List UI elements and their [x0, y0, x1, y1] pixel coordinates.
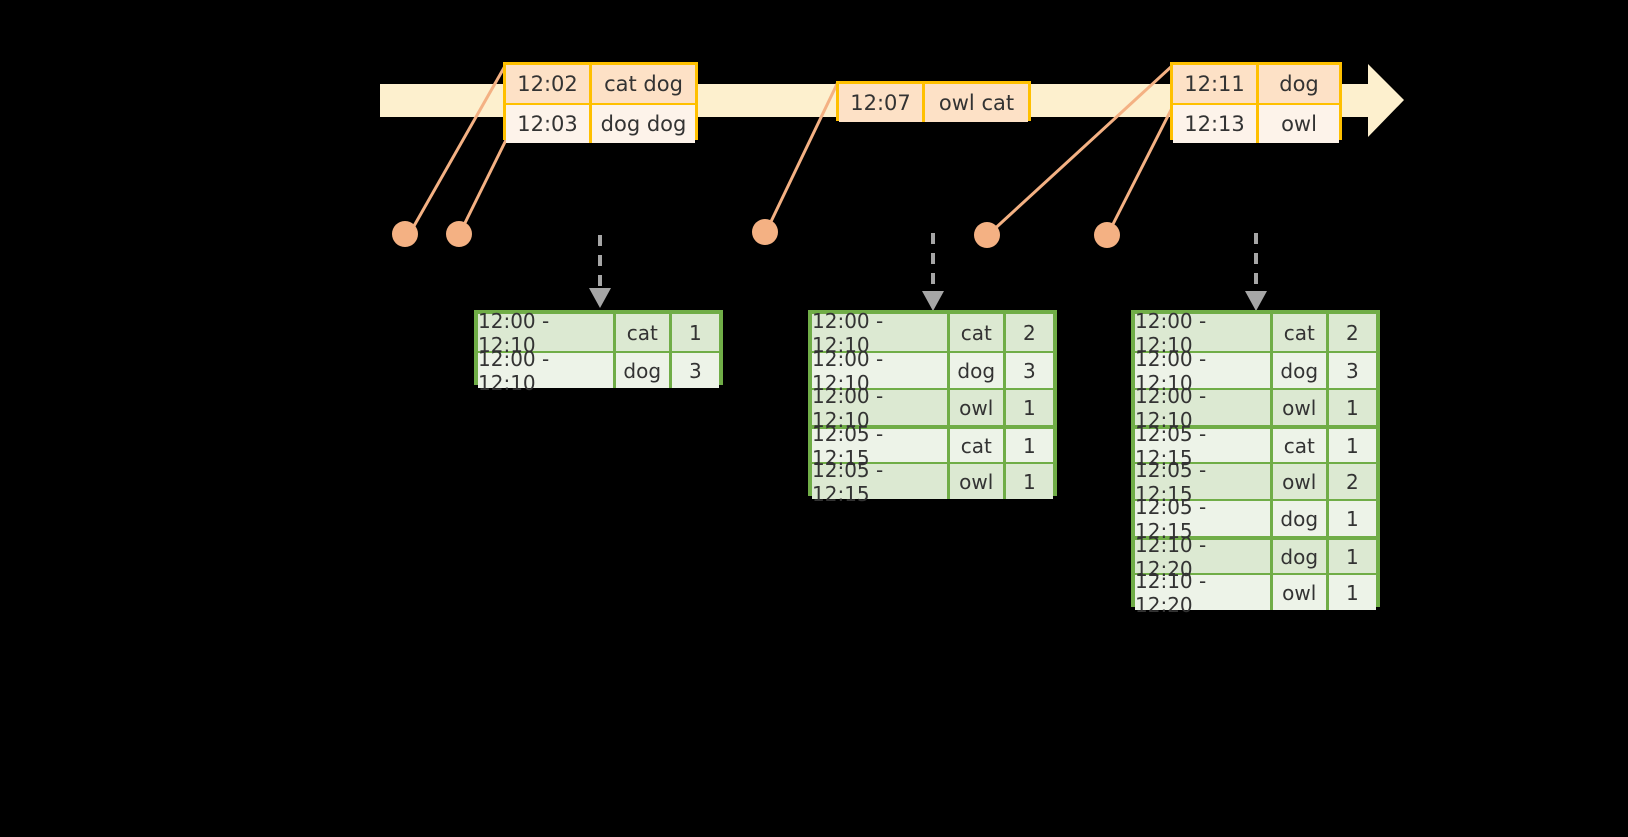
cell-count: 1 [1346, 506, 1359, 531]
event-dot-2 [446, 221, 472, 247]
event-group-1[interactable]: 12:02 cat dog 12:03 dog dog [503, 62, 698, 143]
event-words: dog dog [600, 112, 687, 136]
cell-count: 1 [1346, 433, 1359, 458]
event-row[interactable]: 12:02 cat dog [506, 65, 695, 103]
result-table-3[interactable]: 12:00 - 12:10 cat 2 12:00 - 12:10 dog 3 … [1131, 309, 1380, 617]
cell-word: owl [1273, 390, 1329, 425]
table-row[interactable]: 12:00 - 12:10 dog 3 [1135, 347, 1376, 395]
result-table-1[interactable]: 12:00 - 12:10 cat 1 12:00 - 12:10 dog 3 [474, 309, 723, 395]
cell-count: 2 [1346, 469, 1359, 494]
table-row[interactable]: 12:00 - 12:10 dog 3 [812, 347, 1053, 395]
event-time: 12:11 [1173, 65, 1259, 103]
event-words: dog [1279, 72, 1319, 96]
event-dot-1 [392, 221, 418, 247]
event-time: 12:13 [1173, 105, 1259, 143]
cell-word: dog [950, 353, 1006, 388]
cell-word: owl [1273, 464, 1329, 499]
table-row[interactable]: 12:10 - 12:20 dog 1 [1135, 533, 1376, 581]
event-row[interactable]: 12:13 owl [1173, 103, 1339, 143]
cell-count: 1 [1023, 469, 1036, 494]
table-row[interactable]: 12:05 - 12:15 dog 1 [1135, 495, 1376, 543]
cell-word: dog [1273, 540, 1329, 573]
table-row[interactable]: 12:05 - 12:15 cat 1 [1135, 422, 1376, 470]
cell-window: 12:05 - 12:15 [812, 458, 950, 506]
cell-count: 2 [1346, 320, 1359, 345]
cell-window: 12:00 - 12:10 [1135, 309, 1273, 357]
cell-word: cat [950, 429, 1006, 462]
event-group-3[interactable]: 12:11 dog 12:13 owl [1170, 62, 1342, 143]
table-row[interactable]: 12:05 - 12:15 owl 1 [812, 458, 1053, 506]
cell-count: 1 [1023, 433, 1036, 458]
event-dot-4 [974, 222, 1000, 248]
event-row[interactable]: 12:11 dog [1173, 65, 1339, 103]
event-row[interactable]: 12:07 owl cat [839, 84, 1028, 122]
trigger-arrow-head-1 [589, 288, 611, 308]
cell-word: cat [616, 314, 672, 351]
table-row[interactable]: 12:00 - 12:10 owl 1 [812, 384, 1053, 432]
event-dot-3 [752, 219, 778, 245]
event-words: owl cat [938, 91, 1015, 115]
cell-count: 3 [689, 358, 702, 383]
timeline-arrowhead [1368, 64, 1404, 137]
table-row[interactable]: 12:05 - 12:15 owl 2 [1135, 458, 1376, 506]
cell-word: owl [950, 390, 1006, 425]
event-group-2[interactable]: 12:07 owl cat [836, 81, 1031, 122]
cell-window: 12:00 - 12:10 [478, 309, 616, 357]
cell-word: cat [1273, 429, 1329, 462]
event-row[interactable]: 12:03 dog dog [506, 103, 695, 143]
event-time: 12:07 [839, 84, 925, 122]
table-row[interactable]: 12:00 - 12:10 cat 1 [478, 309, 719, 357]
cell-window: 12:00 - 12:10 [812, 309, 950, 357]
cell-word: owl [1273, 575, 1329, 610]
cell-window: 12:00 - 12:10 [478, 347, 616, 395]
table-row[interactable]: 12:00 - 12:10 cat 2 [812, 309, 1053, 357]
table-row[interactable]: 12:00 - 12:10 owl 1 [1135, 384, 1376, 432]
cell-window: 12:00 - 12:10 [1135, 347, 1273, 395]
cell-count: 2 [1023, 320, 1036, 345]
cell-count: 1 [1346, 395, 1359, 420]
table-row[interactable]: 12:00 - 12:10 dog 3 [478, 347, 719, 395]
event-time: 12:02 [506, 65, 592, 103]
cell-count: 3 [1346, 358, 1359, 383]
cell-count: 1 [1346, 580, 1359, 605]
event-words: cat dog [604, 72, 683, 96]
event-time: 12:03 [506, 105, 592, 143]
table-row[interactable]: 12:10 - 12:20 owl 1 [1135, 569, 1376, 617]
cell-word: owl [950, 464, 1006, 499]
connector-line-2 [458, 137, 509, 234]
cell-window: 12:00 - 12:10 [1135, 384, 1273, 432]
event-dot-5 [1094, 222, 1120, 248]
cell-count: 1 [1346, 544, 1359, 569]
cell-word: dog [1273, 501, 1329, 536]
table-row[interactable]: 12:00 - 12:10 cat 2 [1135, 309, 1376, 357]
connector-line-5 [1106, 103, 1176, 235]
result-table-2[interactable]: 12:00 - 12:10 cat 2 12:00 - 12:10 dog 3 … [808, 309, 1057, 506]
cell-window: 12:05 - 12:15 [1135, 495, 1273, 543]
cell-count: 3 [1023, 358, 1036, 383]
cell-word: cat [950, 314, 1006, 351]
cell-count: 1 [689, 320, 702, 345]
cell-word: dog [1273, 353, 1329, 388]
cell-count: 1 [1023, 395, 1036, 420]
table-row[interactable]: 12:05 - 12:15 cat 1 [812, 422, 1053, 470]
cell-window: 12:10 - 12:20 [1135, 569, 1273, 617]
cell-word: cat [1273, 314, 1329, 351]
cell-word: dog [616, 353, 672, 388]
cell-window: 12:00 - 12:10 [812, 384, 950, 432]
event-words: owl [1281, 112, 1317, 136]
